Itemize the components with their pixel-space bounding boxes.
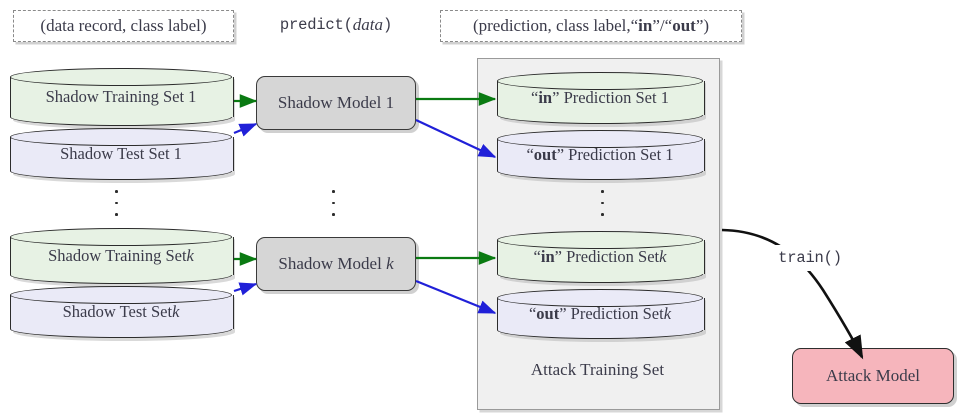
shadow-test-set-k-index: k bbox=[172, 302, 180, 321]
in-prediction-set-k-text: Prediction Set bbox=[566, 247, 660, 266]
dot bbox=[601, 201, 604, 205]
cylinder-top bbox=[497, 130, 703, 148]
dot bbox=[115, 201, 118, 205]
dot bbox=[601, 213, 604, 216]
attack-model-label: Attack Model bbox=[826, 366, 920, 385]
caption-output-tuple: (prediction, class label, “in” / “out”) bbox=[440, 10, 742, 42]
caption-output-sep: / bbox=[659, 16, 665, 35]
train-label-text: train() bbox=[778, 249, 842, 267]
shadow-model-k-label: Shadow Model k bbox=[278, 254, 393, 274]
shadow-training-set-k-label: Shadow Training Set k bbox=[10, 228, 232, 284]
in-tag: in bbox=[540, 247, 555, 266]
predict-fn-name: predict bbox=[279, 16, 344, 34]
out-tag: out bbox=[536, 304, 560, 323]
out-prediction-set-1[interactable]: “out” Prediction Set 1 bbox=[497, 130, 706, 183]
predict-paren-close: ) bbox=[382, 16, 393, 34]
quote-open: “ bbox=[533, 247, 541, 266]
out-prediction-set-k-index: k bbox=[663, 304, 672, 323]
arrow-testk-blue bbox=[233, 282, 258, 296]
shadow-test-set-1[interactable]: Shadow Test Set 1 bbox=[10, 128, 235, 183]
in-prediction-set-1-label: “in” Prediction Set 1 bbox=[497, 72, 703, 124]
train-function-label: train() bbox=[770, 245, 850, 271]
caption-input-tuple-text: (data record, class label) bbox=[40, 16, 207, 35]
dot bbox=[601, 190, 604, 193]
shadow-training-set-1-label: Shadow Training Set 1 bbox=[45, 87, 197, 106]
shadow-model-1[interactable]: Shadow Model 1 bbox=[256, 76, 416, 130]
out-tag: out bbox=[533, 145, 557, 164]
shadow-test-set-1-label: Shadow Test Set 1 bbox=[60, 144, 182, 163]
dot bbox=[332, 213, 335, 216]
ellipsis-models bbox=[332, 190, 335, 216]
caption-output-in: in bbox=[638, 16, 653, 35]
shadow-model-1-label: Shadow Model 1 bbox=[277, 93, 395, 112]
quote-close-out: ” bbox=[695, 16, 704, 35]
cylinder-top bbox=[497, 72, 703, 90]
out-prediction-set-1-label: “out” Prediction Set 1 bbox=[497, 130, 703, 180]
shadow-training-set-k[interactable]: Shadow Training Set k bbox=[10, 228, 235, 287]
caption-output-suffix: ) bbox=[703, 16, 710, 35]
predict-fn-arg: data bbox=[352, 15, 383, 34]
dot bbox=[115, 213, 118, 216]
ellipsis-predictions bbox=[601, 190, 604, 216]
cylinder-top bbox=[497, 231, 703, 249]
out-prediction-set-k[interactable]: “out” Prediction Set k bbox=[497, 289, 706, 342]
shadow-test-set-k[interactable]: Shadow Test Set k bbox=[10, 286, 235, 341]
cylinder-top bbox=[10, 286, 232, 304]
quote-open: “ bbox=[531, 88, 539, 107]
quote-open-in: “ bbox=[630, 16, 639, 35]
shadow-model-k-index: k bbox=[386, 254, 394, 273]
quote-close: ” bbox=[552, 88, 560, 107]
dot bbox=[332, 201, 335, 205]
quote-close: ” bbox=[556, 145, 565, 164]
out-prediction-set-k-text: Prediction Set bbox=[570, 304, 664, 323]
attack-model-box[interactable]: Attack Model bbox=[792, 348, 954, 404]
quote-open-out: “ bbox=[664, 16, 673, 35]
cylinder-top bbox=[10, 128, 232, 146]
in-prediction-set-k[interactable]: “in” Prediction Set k bbox=[497, 231, 706, 286]
shadow-training-set-k-text: Shadow Training Set bbox=[48, 246, 187, 265]
quote-close-in: ” bbox=[652, 16, 660, 35]
caption-output-out: out bbox=[672, 16, 696, 35]
ellipsis-datasets bbox=[115, 190, 118, 216]
out-prediction-set-1-text: Prediction Set 1 bbox=[568, 145, 674, 164]
shadow-training-set-k-index: k bbox=[186, 246, 194, 265]
caption-output-prefix: (prediction, class label, bbox=[472, 16, 631, 35]
cylinder-top bbox=[497, 289, 703, 307]
cylinder-top bbox=[10, 68, 232, 86]
caption-input-tuple: (data record, class label) bbox=[13, 10, 234, 42]
in-tag: in bbox=[538, 88, 553, 107]
arrow-test1-blue bbox=[233, 122, 258, 137]
quote-open: “ bbox=[526, 145, 534, 164]
dot bbox=[332, 190, 335, 193]
quote-open: “ bbox=[528, 304, 537, 323]
shadow-model-k[interactable]: Shadow Model k bbox=[256, 237, 416, 291]
shadow-test-set-k-label: Shadow Test Set k bbox=[10, 286, 232, 338]
in-prediction-set-1[interactable]: “in” Prediction Set 1 bbox=[497, 72, 706, 127]
attack-training-set-label: Attack Training Set bbox=[530, 360, 665, 379]
shadow-training-set-1[interactable]: Shadow Training Set 1 bbox=[10, 68, 235, 129]
shadow-model-k-text: Shadow Model bbox=[278, 254, 387, 273]
caption-predict-fn: predict(data) bbox=[262, 10, 410, 40]
out-prediction-set-k-label: “out” Prediction Set k bbox=[497, 289, 703, 339]
in-prediction-set-k-label: “in” Prediction Set k bbox=[497, 231, 703, 283]
quote-close: ” bbox=[559, 304, 567, 323]
predict-paren-open: ( bbox=[343, 16, 353, 34]
dot bbox=[115, 190, 118, 193]
in-prediction-set-1-text: Prediction Set 1 bbox=[563, 88, 669, 107]
in-prediction-set-k-index: k bbox=[659, 247, 667, 266]
shadow-test-set-k-text: Shadow Test Set bbox=[62, 302, 173, 321]
quote-close: ” bbox=[554, 247, 562, 266]
cylinder-top bbox=[10, 228, 232, 246]
